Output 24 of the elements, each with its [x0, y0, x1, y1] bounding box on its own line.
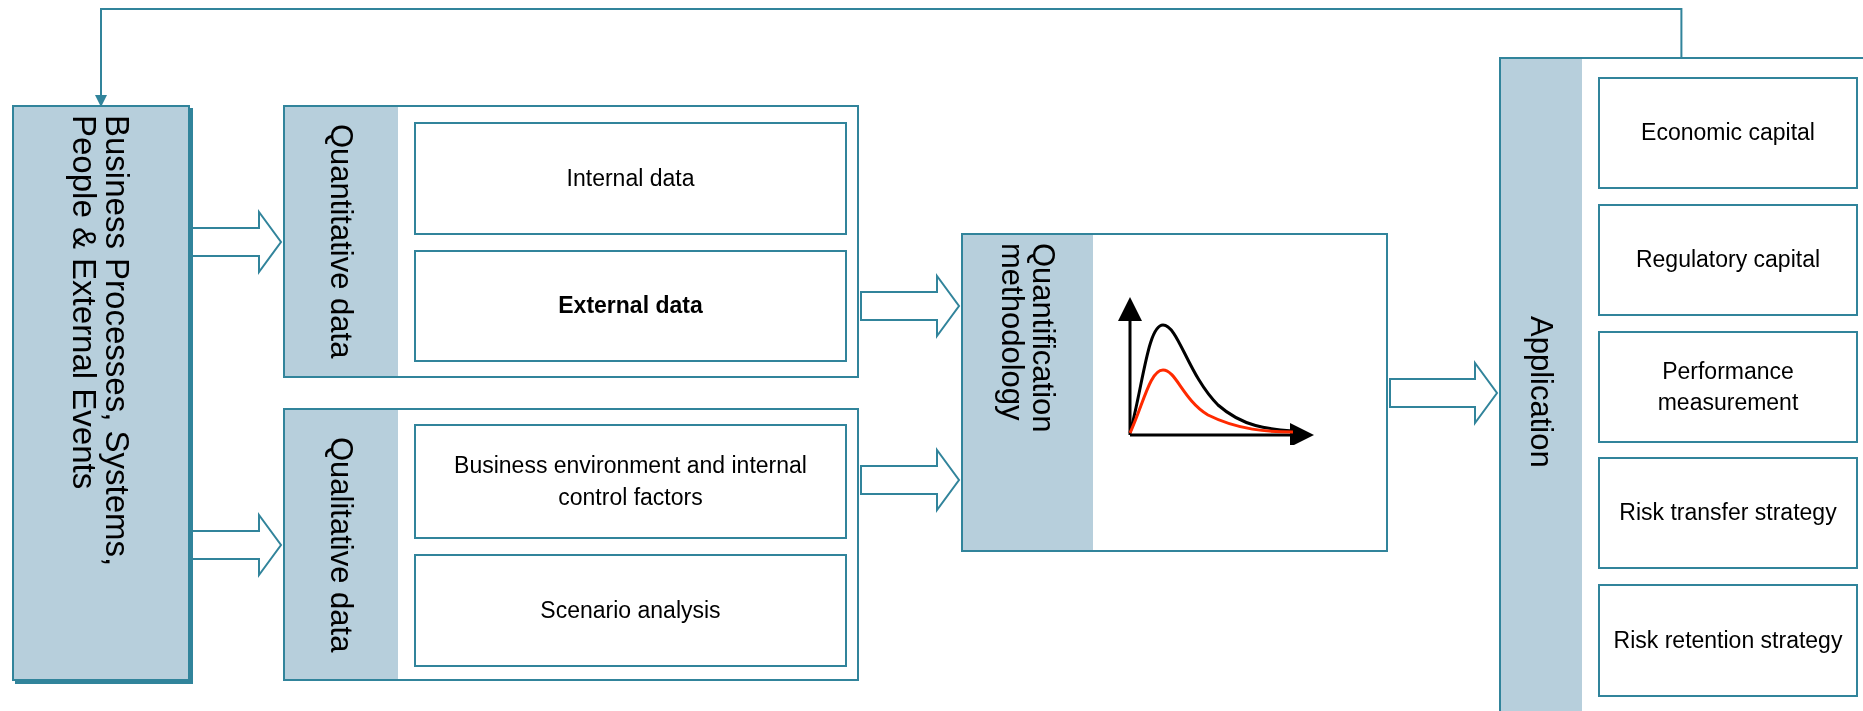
- group-box: [283, 408, 859, 681]
- text-box: Economic capital: [1598, 77, 1858, 189]
- text-box: Scenario analysis: [414, 554, 847, 667]
- block-arrow: [860, 446, 961, 514]
- text-box: Business environment and internal control factors: [414, 424, 847, 539]
- arrow: [95, 8, 1683, 107]
- text-box: Risk transfer strategy: [1598, 457, 1858, 569]
- header-band: Qualitative data: [285, 410, 398, 679]
- text-box: Internal data: [414, 122, 847, 235]
- header-band: Quantification methodology: [963, 235, 1093, 550]
- text-box: Regulatory capital: [1598, 204, 1858, 316]
- text-box: External data: [414, 250, 847, 362]
- block-arrow: [860, 272, 961, 340]
- group-box: [1499, 57, 1863, 711]
- group-box: [283, 105, 859, 378]
- text-box: Risk retention strategy: [1598, 584, 1858, 697]
- block-arrow: [1389, 359, 1499, 427]
- category-band: Business Processes, Systems, People & External Events: [12, 105, 190, 681]
- block-arrow: [191, 208, 283, 276]
- text-box: Performance measurement: [1598, 331, 1858, 443]
- block-arrow: [191, 511, 283, 579]
- header-band: Application: [1501, 59, 1582, 711]
- header-band: Quantitative data: [285, 107, 398, 376]
- group-box: [961, 233, 1388, 552]
